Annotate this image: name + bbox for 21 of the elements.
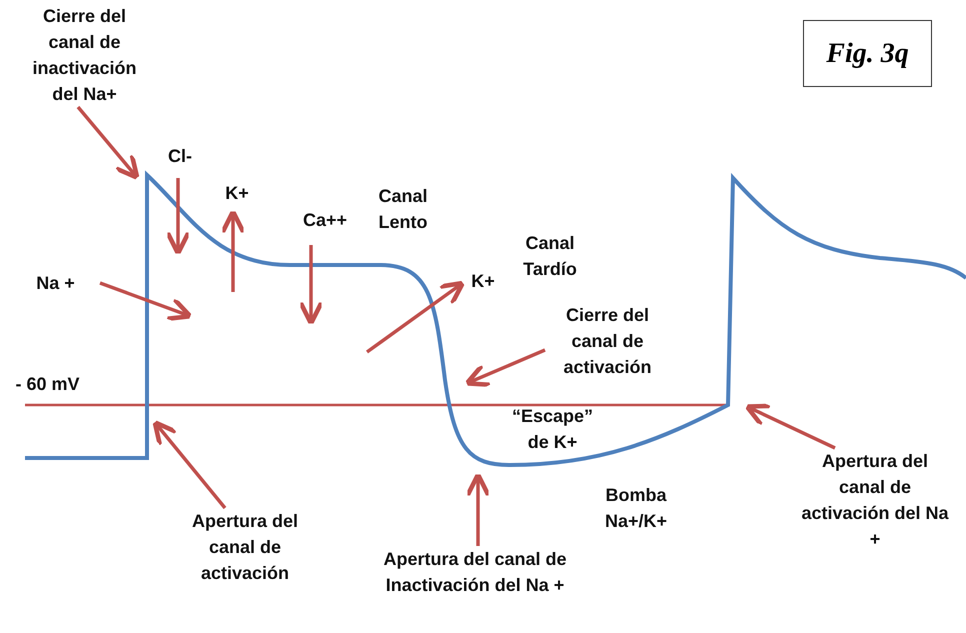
channel-label: Canal Lento xyxy=(377,185,429,234)
arrow xyxy=(744,404,836,450)
annotation-text: Apertura del canal de Inactivación del Na + xyxy=(370,546,580,598)
arrow xyxy=(152,420,226,510)
ion-label: Cl- xyxy=(167,145,193,168)
ion-label: Na + xyxy=(35,272,76,295)
ion-label: K+ xyxy=(470,270,496,293)
annotation-text: Cierre del canal de inactivación del Na+ xyxy=(22,3,147,107)
voltage-label: - 60 mV xyxy=(14,373,81,396)
figure-label: Fig. 3q xyxy=(803,20,932,87)
annotation-text: Apertura del canal de activación xyxy=(175,508,315,586)
annotation-text: Apertura del canal de activación del Na + xyxy=(800,448,950,552)
annotation-text: Cierre del canal de activación xyxy=(545,302,670,380)
ion-label: Ca++ xyxy=(302,209,348,232)
annotation-text: “Escape” de K+ xyxy=(510,405,594,454)
arrow xyxy=(464,348,546,388)
arrow xyxy=(465,472,491,546)
channel-label: Canal Tardío xyxy=(522,232,578,281)
arrow xyxy=(76,106,140,180)
ion-label: K+ xyxy=(224,182,250,205)
annotation-text: Bomba Na+/K+ xyxy=(604,484,668,533)
